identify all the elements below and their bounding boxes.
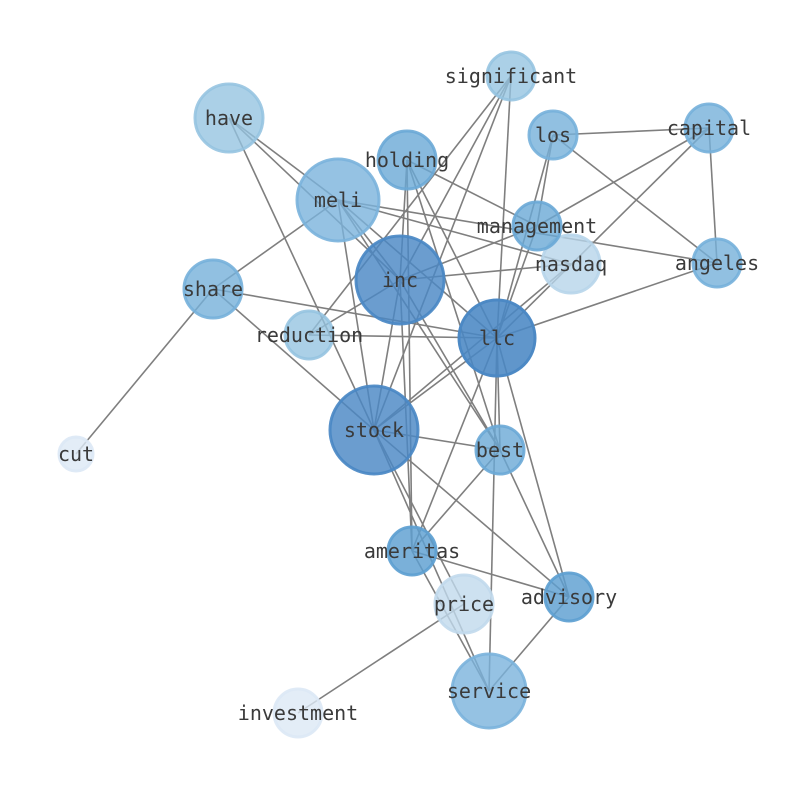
node-inc xyxy=(354,234,446,326)
node-investment xyxy=(272,687,324,739)
node-label-ameritas: ameritas xyxy=(364,539,460,563)
edge-significant-stock xyxy=(373,75,512,431)
node-label-reduction: reduction xyxy=(255,323,363,347)
node-angeles xyxy=(691,237,743,289)
edge-best-advisory xyxy=(499,449,570,598)
node-label-best: best xyxy=(476,438,524,462)
node-reduction xyxy=(283,309,335,361)
edge-price-investment xyxy=(297,603,465,714)
edge-holding-ameritas xyxy=(406,159,413,552)
edge-significant-llc xyxy=(496,75,512,339)
node-label-meli: meli xyxy=(314,188,362,212)
node-ameritas xyxy=(386,525,438,577)
edge-capital-llc xyxy=(496,127,710,339)
edge-capital-management xyxy=(536,127,710,227)
node-label-price: price xyxy=(434,592,494,616)
node-service xyxy=(450,652,528,730)
node-label-holding: holding xyxy=(365,148,449,172)
node-label-significant: significant xyxy=(445,64,577,88)
edge-share-cut xyxy=(75,288,214,455)
node-label-investment: investment xyxy=(238,701,358,725)
node-label-have: have xyxy=(205,106,253,130)
node-advisory xyxy=(543,571,595,623)
edge-los-angeles xyxy=(552,134,718,264)
node-capital xyxy=(683,102,735,154)
node-llc xyxy=(457,298,537,378)
node-label-nasdaq: nasdaq xyxy=(535,252,607,276)
node-cut xyxy=(57,435,95,473)
node-meli xyxy=(295,157,381,243)
node-label-inc: inc xyxy=(382,268,418,292)
edge-have-stock xyxy=(228,117,375,431)
node-label-angeles: angeles xyxy=(675,251,759,275)
node-label-management: management xyxy=(477,214,597,238)
node-label-service: service xyxy=(447,679,531,703)
node-los xyxy=(527,109,579,161)
node-price xyxy=(433,573,495,635)
edge-share-llc xyxy=(212,288,498,339)
edge-llc-service xyxy=(488,337,498,692)
edge-los-capital xyxy=(552,127,710,136)
node-label-share: share xyxy=(183,277,243,301)
node-label-capital: capital xyxy=(667,116,751,140)
node-share xyxy=(182,258,244,320)
edge-llc-advisory xyxy=(496,337,570,598)
edge-ameritas-advisory xyxy=(411,550,570,598)
node-label-los: los xyxy=(535,123,571,147)
node-stock xyxy=(328,384,420,476)
edge-holding-best xyxy=(406,159,501,451)
node-nasdaq xyxy=(540,233,602,295)
node-holding xyxy=(376,129,438,191)
node-significant xyxy=(485,50,537,102)
node-have xyxy=(193,82,265,154)
nodes-layer xyxy=(57,50,743,739)
node-label-advisory: advisory xyxy=(521,585,617,609)
node-management xyxy=(511,200,563,252)
edge-reduction-significant xyxy=(308,75,512,336)
node-label-stock: stock xyxy=(344,418,404,442)
node-best xyxy=(474,424,526,476)
node-label-llc: llc xyxy=(479,326,515,350)
node-label-cut: cut xyxy=(58,442,94,466)
labels-layer: inc llc stock meli service have holding share na… xyxy=(58,64,759,725)
